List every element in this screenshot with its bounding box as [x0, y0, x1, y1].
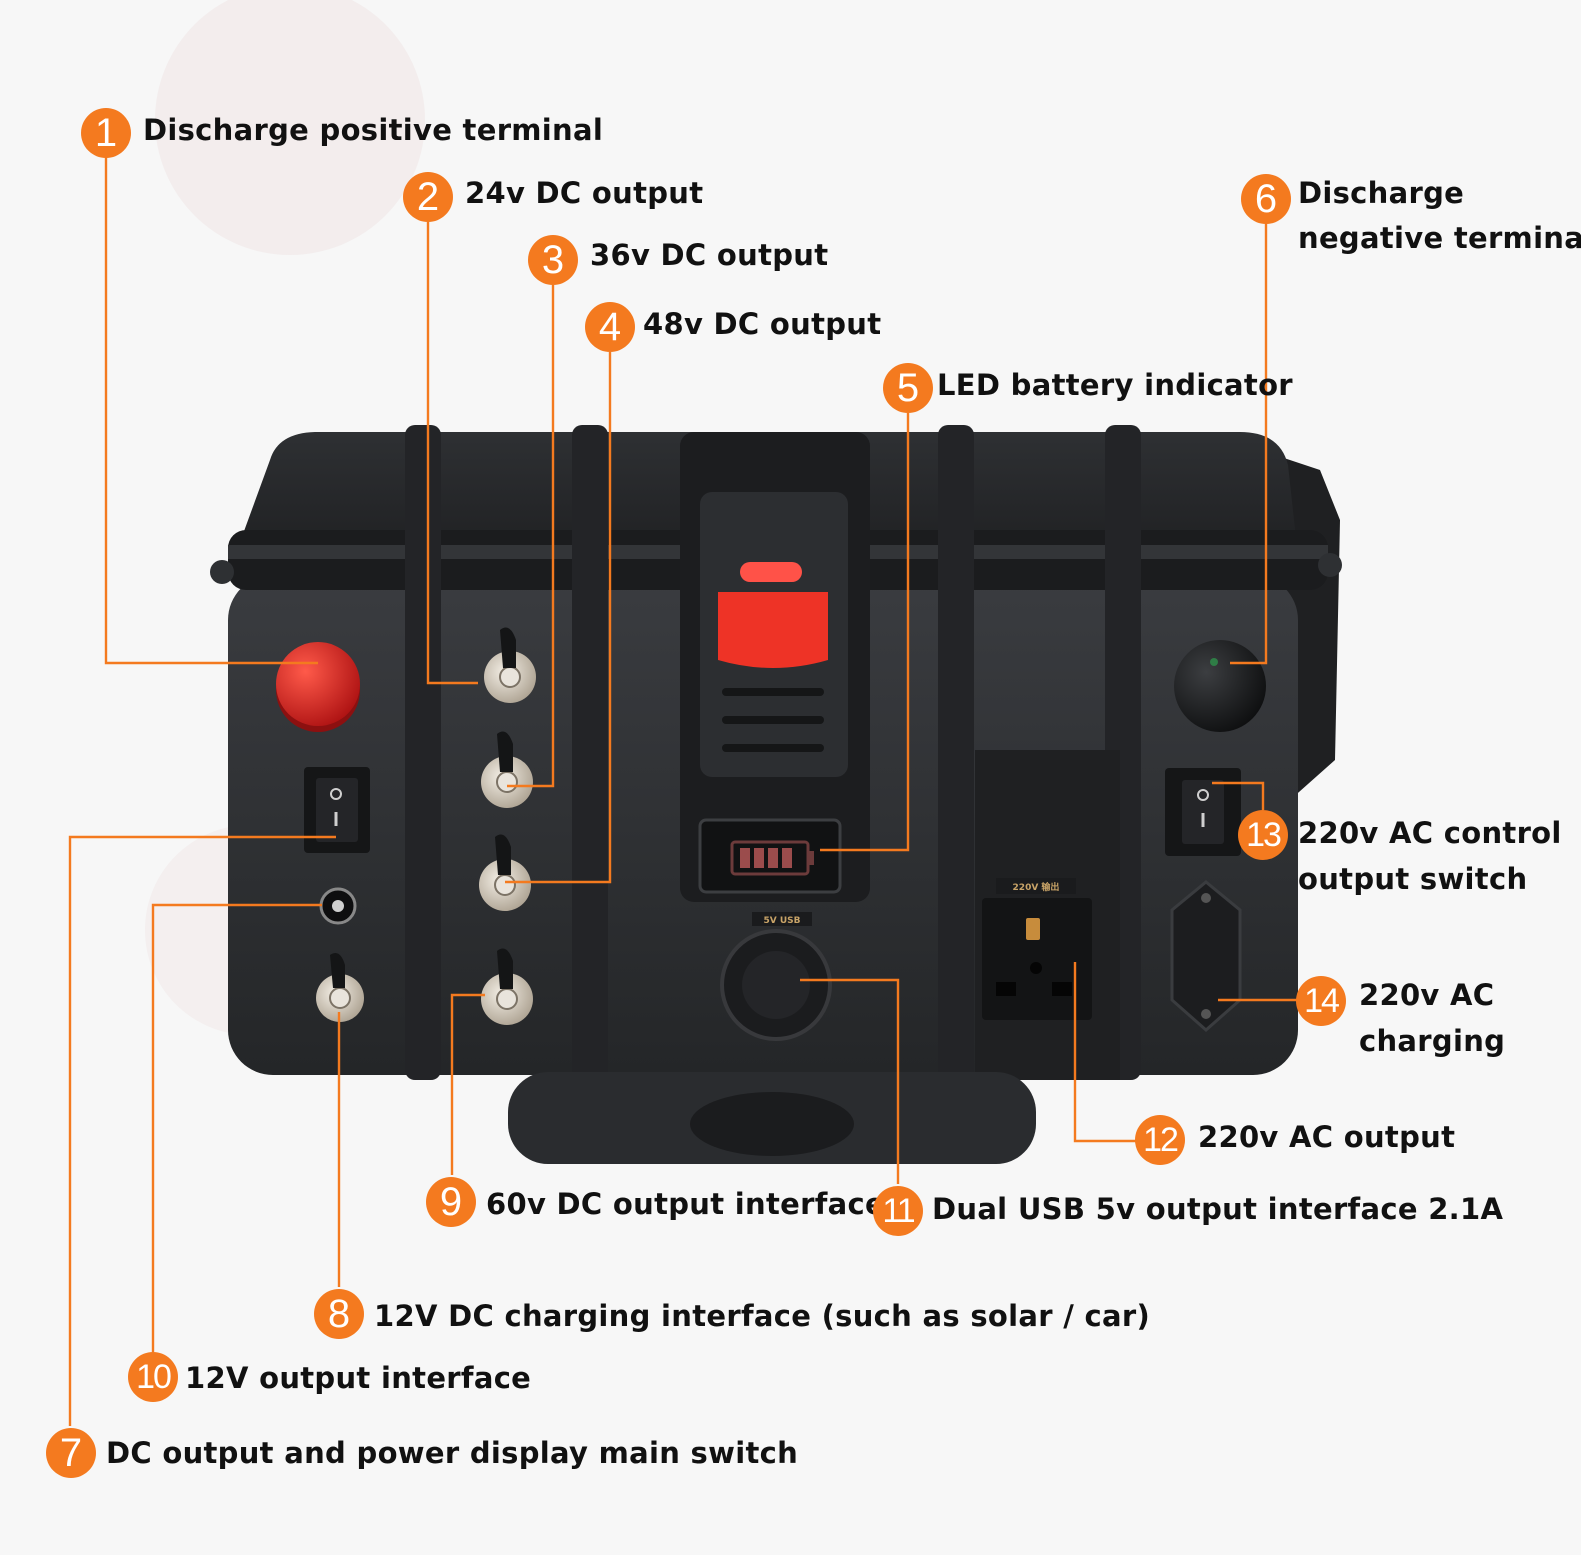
callout-badge-11: 11 [873, 1186, 923, 1236]
callout-label-5: LED battery indicator [937, 368, 1293, 402]
callout-badge-8: 8 [314, 1289, 364, 1339]
callout-label-9: 60v DC output interface [486, 1187, 885, 1221]
callout-label-2: 24v DC output [465, 176, 704, 210]
callout-badge-6: 6 [1241, 174, 1291, 224]
leader-line-2 [426, 222, 478, 685]
callout-badge-12: 12 [1135, 1115, 1185, 1165]
leader-line-4 [505, 352, 612, 884]
leader-line-3 [507, 285, 555, 788]
callout-label-6-line-2: negative terminal [1298, 221, 1581, 255]
callout-label-14-line-1: 220v AC [1359, 978, 1495, 1012]
callout-label-4: 48v DC output [643, 307, 882, 341]
leader-line-9 [450, 993, 485, 1175]
leader-line-11 [800, 978, 900, 1184]
callout-badge-1: 1 [81, 108, 131, 158]
usb-plate-label: 5V USB [763, 916, 800, 926]
leader-line-6 [1230, 222, 1268, 665]
callout-badge-4: 4 [585, 302, 635, 352]
callout-badge-5: 5 [883, 363, 933, 413]
ac-plate-label: 220V 输出 [1013, 881, 1060, 893]
callout-badge-3: 3 [528, 235, 578, 285]
callout-label-13-line-1: 220v AC control [1298, 816, 1562, 850]
leader-line-13 [1212, 781, 1265, 810]
callout-badge-2: 2 [403, 172, 453, 222]
callout-badge-13: 13 [1238, 810, 1288, 860]
callout-label-12: 220v AC output [1198, 1120, 1456, 1154]
leader-line-7 [68, 835, 336, 1426]
callout-badge-10: 10 [128, 1352, 178, 1402]
callout-badge-14: 14 [1296, 976, 1346, 1026]
callout-label-6-line-1: Discharge [1298, 176, 1465, 210]
callout-label-14-line-2: charging [1359, 1024, 1506, 1058]
leader-line-5 [820, 413, 910, 852]
callout-badge-9: 9 [426, 1177, 476, 1227]
callout-label-1: Discharge positive terminal [143, 113, 604, 147]
callout-label-7: DC output and power display main switch [106, 1436, 799, 1470]
callout-label-13-line-2: output switch [1298, 862, 1528, 896]
callout-label-10: 12V output interface [185, 1361, 532, 1395]
callout-label-8: 12V DC charging interface (such as solar… [374, 1299, 1151, 1333]
leader-line-10 [151, 903, 322, 1355]
leader-line-1 [104, 156, 318, 665]
callout-label-3: 36v DC output [590, 238, 829, 272]
leader-line-12 [1073, 962, 1138, 1143]
callout-badge-7: 7 [46, 1428, 96, 1478]
callout-label-11: Dual USB 5v output interface 2.1A [932, 1192, 1504, 1226]
